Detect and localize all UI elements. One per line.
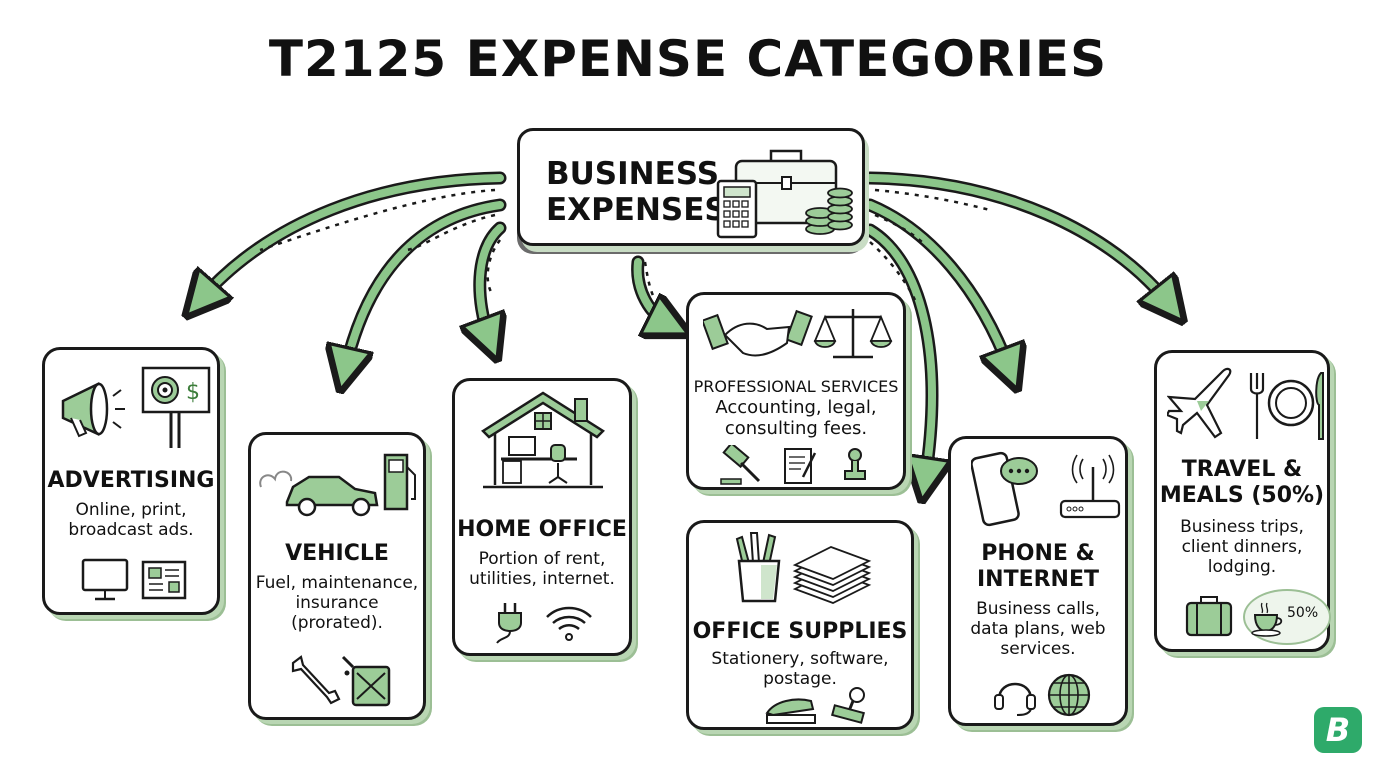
category-title: HOME OFFICE [457,517,627,542]
business-expenses-box: BUSINESS EXPENSES [517,128,865,246]
category-description: Portion of rent, utilities, internet. [469,549,615,589]
category-description: Business trips, client dinners, lodging. [1180,517,1304,577]
megaphone-billboard-icon: $ [61,366,211,448]
category-description: Stationery, software, postage. [711,649,889,689]
category-description: Online, print, broadcast ads. [68,500,194,540]
category-title: PROFESSIONAL SERVICES [693,377,899,396]
category-description: Business calls, data plans, web services… [970,599,1106,659]
brand-logo: B [1314,707,1362,753]
headset-globe-icon [994,673,1091,717]
plug-wifi-icon [496,603,592,644]
stapler-stamp-icon [765,687,866,724]
category-title: OFFICE SUPPLIES [692,619,908,644]
category-card-home-office: HOME OFFICE Portion of rent, utilities, … [452,378,632,656]
phone-chat-router-icon [971,451,1121,527]
gavel-contract-stamp-icon [720,445,866,485]
airplane-plate-cutlery-icon [1167,367,1324,440]
category-card-phone-internet: PHONE & INTERNET Business calls, data pl… [948,436,1128,726]
category-title: PHONE & INTERNET [976,541,1100,592]
svg-text:$: $ [186,380,200,405]
briefcase-calculator-coins-icon [716,149,853,239]
category-card-professional-services: PROFESSIONAL SERVICES Accounting, legal,… [686,292,906,490]
badge-percent: 50% [1287,605,1319,621]
category-card-travel-meals: TRAVEL & MEALS (50%) Business trips, cli… [1154,350,1331,652]
pencil-cup-paper-stack-icon [735,532,872,604]
category-description: Fuel, maintenance, insurance (prorated). [255,573,419,633]
monitor-newspaper-icon [81,558,187,601]
wrench-jerry-can-icon [291,655,391,707]
meals-50-percent-badge: 50% [1243,589,1331,645]
center-label: BUSINESS EXPENSES [546,156,727,228]
handshake-scales-icon [703,309,893,359]
coffee-cup-icon [1251,602,1283,637]
car-fuel-pump-icon [259,453,416,517]
category-card-vehicle: VEHICLE Fuel, maintenance, insurance (pr… [248,432,426,720]
category-card-office-supplies: OFFICE SUPPLIES Stationery, software, po… [686,520,914,730]
category-title: ADVERTISING [47,468,215,493]
category-title: VEHICLE [285,541,389,566]
category-description: Accounting, legal, consulting fees. [715,397,877,439]
diagram-title: T2125 EXPENSE CATEGORIES [268,30,1108,88]
category-card-advertising: $ ADVERTISING Online, print, broadcast a… [42,347,220,615]
category-title: TRAVEL & MEALS (50%) [1159,457,1325,508]
house-desk-icon [481,391,605,489]
suitcase-icon [1185,596,1233,637]
